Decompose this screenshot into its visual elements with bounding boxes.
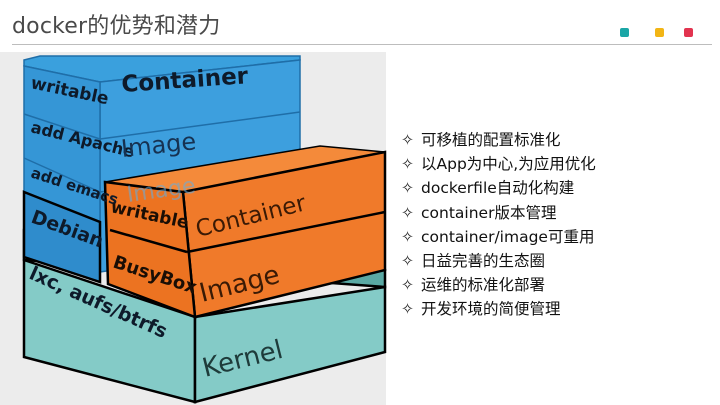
base-front-face [193,285,387,404]
accent-dot-red [684,28,693,37]
right-stack-side [103,180,197,319]
feature-item: ✧ 开发环境的简便管理 [401,297,596,321]
feature-item: ✧ 以App为中心,为应用优化 [401,152,596,176]
feature-list: ✧ 可移植的配置标准化 ✧ 以App为中心,为应用优化 ✧ dockerfile自动化… [401,128,596,322]
feature-text: container/image可重用 [421,227,595,246]
feature-text: container版本管理 [421,203,557,222]
sparkle-bullet-icon: ✧ [401,300,414,319]
title-rule [12,44,712,45]
sparkle-bullet-icon: ✧ [401,131,414,149]
feature-item: ✧ 可移植的配置标准化 [401,128,596,152]
sparkle-bullet-icon: ✧ [401,155,414,174]
sparkle-bullet-icon: ✧ [401,179,414,198]
feature-text: dockerfile自动化构建 [421,179,575,198]
docker-layer-diagram: writable add Apache add emacs Debian Con… [0,52,390,405]
sparkle-bullet-icon: ✧ [401,203,414,222]
sparkle-bullet-icon: ✧ [401,252,414,271]
feature-item: ✧ 运维的标准化部署 [401,273,596,297]
feature-item: ✧ 日益完善的生态圈 [401,249,596,273]
feature-text: 开发环境的简便管理 [421,300,561,319]
feature-text: 运维的标准化部署 [421,276,546,295]
feature-text: 日益完善的生态圈 [421,252,546,271]
feature-item: ✧ container/image可重用 [401,225,596,249]
feature-item: ✧ dockerfile自动化构建 [401,176,596,200]
sparkle-bullet-icon: ✧ [401,227,414,246]
accent-dot-yellow [655,28,664,37]
sparkle-bullet-icon: ✧ [401,276,414,295]
slide-title: docker的优势和潜力 [12,14,221,39]
accent-dot-teal [620,28,629,37]
feature-text: 以App为中心,为应用优化 [421,155,596,174]
feature-text: 可移植的配置标准化 [421,131,561,149]
feature-item: ✧ container版本管理 [401,201,596,225]
